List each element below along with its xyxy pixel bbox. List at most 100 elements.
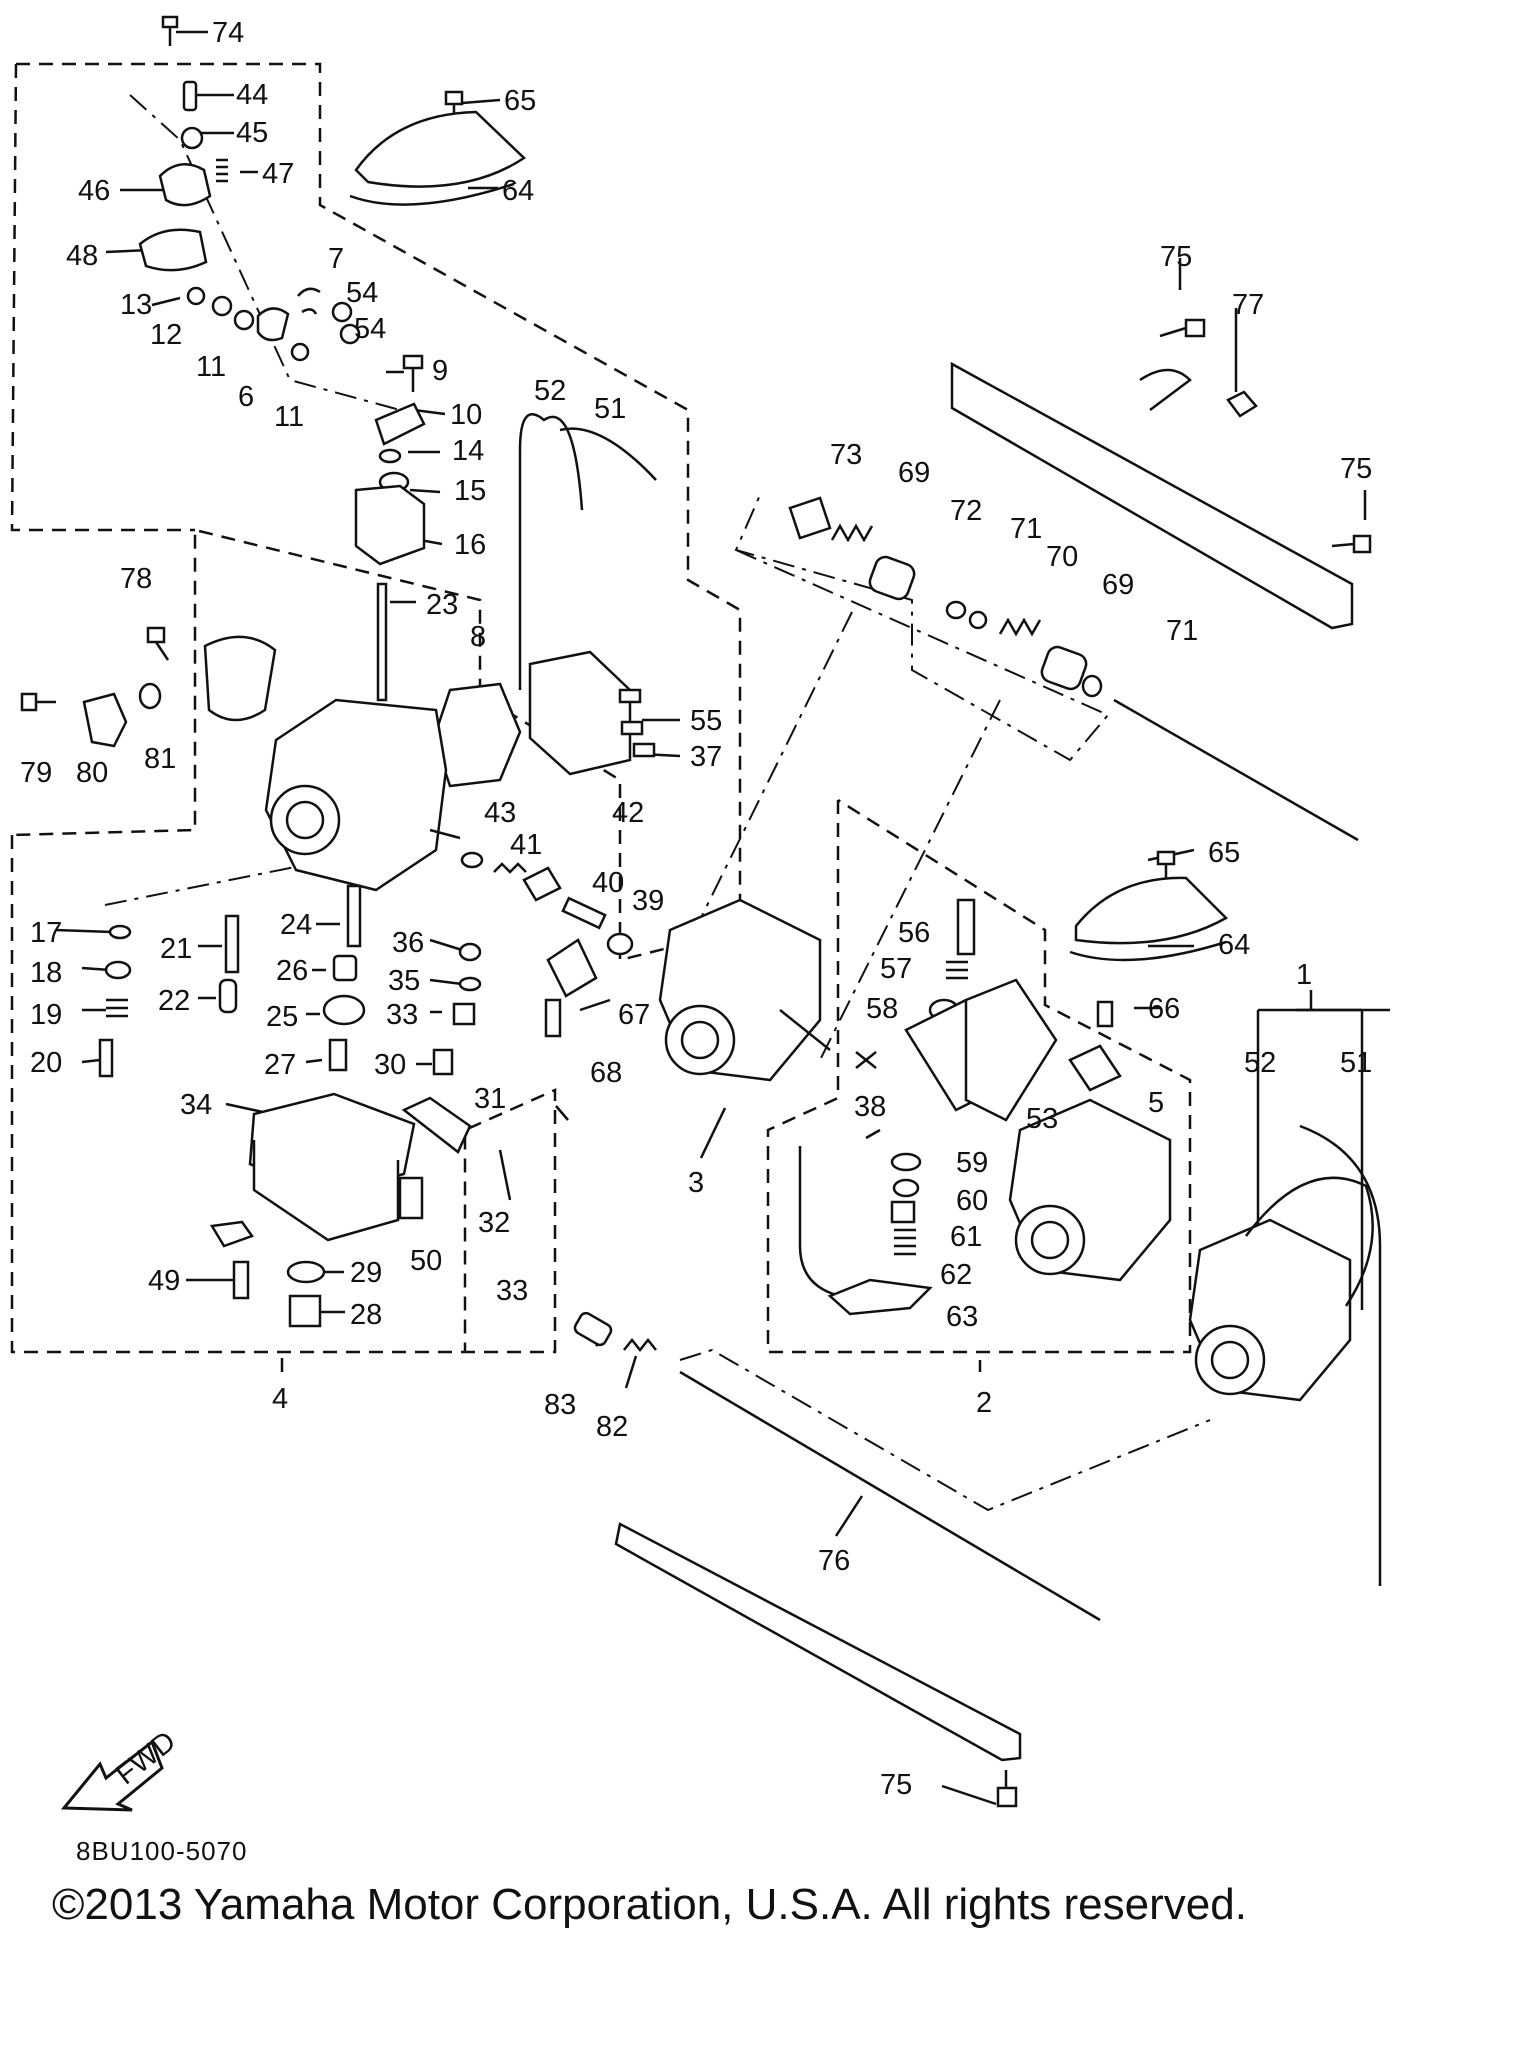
collar-69a <box>868 555 916 601</box>
collar-54a <box>331 301 353 323</box>
callout-p51a: 51 <box>594 393 626 425</box>
hose-52b <box>1245 1176 1374 1307</box>
callout-p60: 60 <box>956 1185 988 1217</box>
callout-p22: 22 <box>158 985 190 1017</box>
washer-18 <box>104 960 132 980</box>
carburetor-body-left <box>203 635 461 892</box>
fwd-arrow-icon: FWD <box>60 1725 182 1812</box>
rod-40 <box>561 896 607 930</box>
callout-p29: 29 <box>350 1257 382 1289</box>
float-chamber-34 <box>248 1092 416 1242</box>
washer-60 <box>892 1178 920 1198</box>
callout-p24: 24 <box>280 909 312 941</box>
callout-p75a: 75 <box>1160 241 1192 273</box>
washer-13 <box>186 286 206 306</box>
callout-p48: 48 <box>66 240 98 272</box>
lever-6 <box>256 307 290 342</box>
callout-p78: 78 <box>120 563 152 595</box>
figure-code: 8BU100-5070 <box>76 1836 248 1866</box>
washer-12 <box>211 295 233 317</box>
callout-p66: 66 <box>1148 993 1180 1025</box>
callout-p12: 12 <box>150 319 182 351</box>
callout-p55: 55 <box>690 705 722 737</box>
nut-45 <box>180 126 204 150</box>
callout-p2: 2 <box>976 1387 992 1419</box>
callout-p14: 14 <box>452 435 484 467</box>
holder-22 <box>218 978 238 1014</box>
assembly-line-1 <box>689 611 853 941</box>
clip-77 <box>1226 390 1258 418</box>
callout-p20: 20 <box>30 1047 62 1079</box>
callout-p69b: 69 <box>1102 569 1134 601</box>
callout-p13: 13 <box>120 289 152 321</box>
rod-76 <box>679 1370 1101 1622</box>
callout-p15: 15 <box>454 475 486 507</box>
washer-71b <box>1081 674 1103 698</box>
screw-44 <box>182 80 198 112</box>
callout-p26: 26 <box>276 955 308 987</box>
callout-p72: 72 <box>950 495 982 527</box>
collar-69b <box>1040 645 1088 691</box>
jet-27 <box>328 1038 348 1072</box>
callout-p19: 19 <box>30 999 62 1031</box>
washer-25 <box>322 994 366 1026</box>
callout-p76: 76 <box>818 1545 850 1577</box>
hose-52a <box>518 413 584 690</box>
callout-p51b: 51 <box>1340 1047 1372 1079</box>
carburetor-body-3 <box>658 898 831 1082</box>
callout-p58: 58 <box>866 993 898 1025</box>
callout-p59: 59 <box>956 1147 988 1179</box>
screw-37 <box>632 742 656 758</box>
callout-p1: 1 <box>1296 959 1312 991</box>
bracket-63 <box>827 1278 933 1316</box>
clip-7 <box>297 287 321 315</box>
screw-33a <box>452 1002 476 1026</box>
callout-p6: 6 <box>238 381 254 413</box>
callout-p52b: 52 <box>1244 1047 1276 1079</box>
callout-p77: 77 <box>1232 289 1264 321</box>
callout-p47: 47 <box>262 158 294 190</box>
callout-p65b: 65 <box>1208 837 1240 869</box>
screw-79 <box>20 692 56 712</box>
cable-63 <box>798 1146 901 1306</box>
callout-p38: 38 <box>854 1091 886 1123</box>
cap-83 <box>573 1311 613 1347</box>
plunger-42 <box>522 866 562 902</box>
bracket-67 <box>546 938 598 998</box>
cap-39 <box>606 932 634 956</box>
screw-78 <box>146 626 170 661</box>
washer-81 <box>138 682 162 710</box>
screw-30 <box>432 1048 454 1076</box>
callout-p71b: 71 <box>1166 615 1198 647</box>
callout-p70: 70 <box>1046 541 1078 573</box>
callout-p74: 74 <box>212 17 244 49</box>
lever-73 <box>788 496 832 540</box>
callout-p61: 61 <box>950 1221 982 1253</box>
callout-p16: 16 <box>454 529 486 561</box>
screw-75b <box>1331 534 1372 554</box>
assembly-line-lower <box>679 1348 1211 1512</box>
callout-p34: 34 <box>180 1089 212 1121</box>
callout-p9: 9 <box>432 355 448 387</box>
group-boundary-lower-left <box>10 835 557 1354</box>
callout-p39: 39 <box>632 885 664 917</box>
callout-p4: 4 <box>272 1383 288 1415</box>
screw-66 <box>1096 1000 1114 1028</box>
o-ring-29 <box>286 1260 326 1284</box>
callout-p10: 10 <box>450 399 482 431</box>
callout-p5: 5 <box>1148 1087 1164 1119</box>
screw-38 <box>855 1051 877 1069</box>
callout-p17: 17 <box>30 917 62 949</box>
callout-p46: 46 <box>78 175 110 207</box>
screw-50 <box>398 1176 424 1220</box>
o-ring-35 <box>458 976 482 992</box>
rail-lower <box>614 1522 1022 1762</box>
washer-11 <box>233 309 255 331</box>
spring-19 <box>106 998 128 1018</box>
callout-p23: 23 <box>426 589 458 621</box>
callout-p73: 73 <box>830 439 862 471</box>
washer-14 <box>378 448 402 464</box>
callout-p69a: 69 <box>898 457 930 489</box>
gasket-64b <box>1069 940 1227 962</box>
